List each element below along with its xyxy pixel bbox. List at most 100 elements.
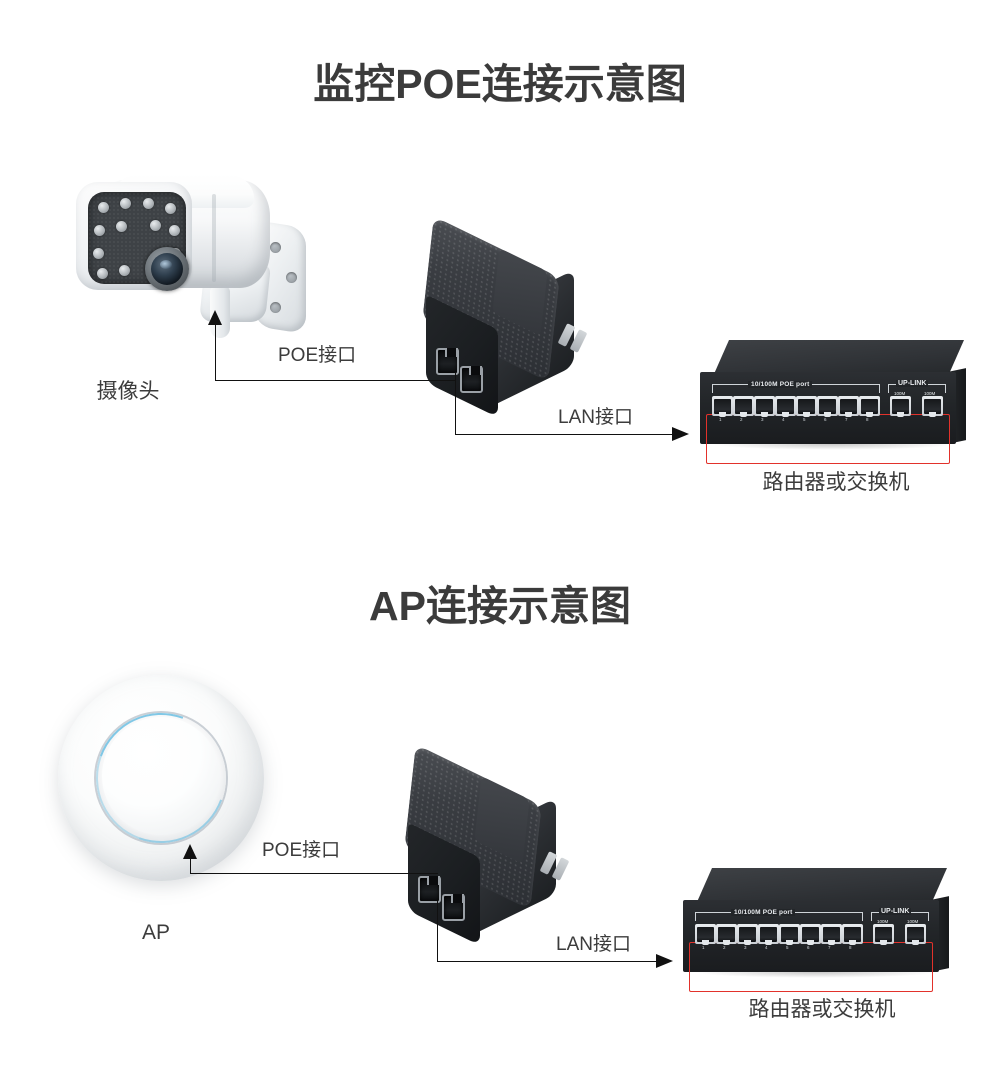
switch-poe-port[interactable] bbox=[817, 396, 838, 417]
switch-uplink-port[interactable] bbox=[922, 396, 943, 417]
switch-poe-port[interactable] bbox=[695, 924, 716, 945]
switch-front-panel: 10/100M POE port UP-LINK 100M 100M 1 2 3… bbox=[700, 372, 956, 464]
lan-link-label: LAN接口 bbox=[558, 407, 633, 428]
section-surveillance-poe: 监控POE连接示意图 bbox=[62, 61, 972, 494]
switch-uplink-group-label: UP-LINK bbox=[896, 380, 929, 387]
switch-port-number: 8 bbox=[866, 417, 869, 422]
lan-link-line-vertical bbox=[437, 901, 438, 962]
poe-injector-icon bbox=[418, 216, 618, 418]
lan-link-arrow bbox=[672, 427, 689, 441]
ir-led bbox=[120, 198, 131, 209]
poe-link-arrow bbox=[208, 310, 222, 325]
switch-port-number: 8 bbox=[849, 945, 852, 950]
switch-poe-port[interactable] bbox=[716, 924, 737, 945]
switch-uplink-port[interactable] bbox=[905, 924, 926, 945]
switch-uplink-group-label: UP-LINK bbox=[879, 908, 912, 915]
switch-poe-port[interactable] bbox=[838, 396, 859, 417]
poe-link-line-horizontal bbox=[190, 873, 438, 874]
switch-poe-port[interactable] bbox=[737, 924, 758, 945]
ir-led bbox=[150, 220, 161, 231]
switch-top-panel bbox=[714, 340, 964, 374]
switch-poe-port[interactable] bbox=[842, 924, 863, 945]
switch-poe-group-label: 10/100M POE port bbox=[731, 909, 796, 916]
poe-link-line-horizontal bbox=[215, 380, 455, 381]
switch-poe-port[interactable] bbox=[712, 396, 733, 417]
switch-port-number: 6 bbox=[807, 945, 810, 950]
switch-poe-port[interactable] bbox=[859, 396, 880, 417]
switch-uplink-speed-right: 100M bbox=[907, 919, 919, 924]
switch-poe-port[interactable] bbox=[775, 396, 796, 417]
switch-poe-group-label: 10/100M POE port bbox=[748, 381, 813, 388]
lan-link-label: LAN接口 bbox=[556, 934, 631, 955]
switch-top-panel bbox=[697, 868, 947, 902]
switch-caption: 路由器或交换机 bbox=[748, 998, 896, 1021]
poe-injector-icon bbox=[400, 744, 600, 946]
switch-poe-port[interactable] bbox=[779, 924, 800, 945]
switch-uplink-port[interactable] bbox=[890, 396, 911, 417]
switch-poe-port[interactable] bbox=[733, 396, 754, 417]
switch-uplink-speed-right: 100M bbox=[924, 391, 936, 396]
switch-port-number: 1 bbox=[719, 417, 722, 422]
ir-led bbox=[97, 268, 108, 279]
mount-hole bbox=[270, 242, 281, 253]
switch-poe-port[interactable] bbox=[800, 924, 821, 945]
ir-led bbox=[169, 225, 180, 236]
switch-poe-port[interactable] bbox=[821, 924, 842, 945]
switch-port-number: 1 bbox=[702, 945, 705, 950]
poe-link-label: POE接口 bbox=[278, 345, 357, 366]
ap-dome bbox=[102, 717, 220, 835]
poe-injector-port-poe bbox=[436, 348, 459, 375]
camera-caption: 摄像头 bbox=[96, 380, 160, 403]
switch-uplink-port[interactable] bbox=[873, 924, 894, 945]
lan-link-line-horizontal bbox=[437, 961, 657, 962]
ir-led bbox=[143, 198, 154, 209]
lan-link-line-vertical bbox=[455, 372, 456, 435]
switch-port-number: 3 bbox=[761, 417, 764, 422]
switch-port-number: 6 bbox=[824, 417, 827, 422]
camera-lens-glint bbox=[160, 260, 172, 269]
bullet-camera-icon bbox=[62, 168, 312, 348]
camera-ir-plate bbox=[88, 192, 189, 291]
switch-shadow bbox=[693, 972, 939, 978]
switch-caption: 路由器或交换机 bbox=[762, 471, 910, 494]
switch-port-number: 2 bbox=[723, 945, 726, 950]
ir-led bbox=[116, 221, 127, 232]
switch-front-panel: 10/100M POE port UP-LINK 100M 100M 1 2 3… bbox=[683, 900, 939, 992]
switch-shadow bbox=[710, 444, 956, 450]
ir-led bbox=[165, 203, 176, 214]
switch-uplink-speed-left: 100M bbox=[894, 391, 906, 396]
switch-poe-port[interactable] bbox=[754, 396, 775, 417]
switch-port-number: 5 bbox=[786, 945, 789, 950]
poe-injector-port-lan bbox=[460, 366, 483, 393]
switch-port-number: 7 bbox=[845, 417, 848, 422]
lan-link-arrow bbox=[656, 954, 673, 968]
camera-ridge bbox=[212, 194, 216, 282]
switch-port-number: 2 bbox=[740, 417, 743, 422]
camera-lens-inner bbox=[151, 253, 183, 285]
switch-port-number: 3 bbox=[744, 945, 747, 950]
ir-led bbox=[119, 265, 130, 276]
switch-port-number: 4 bbox=[782, 417, 785, 422]
ir-led bbox=[98, 202, 109, 213]
ceiling-ap-icon bbox=[58, 675, 264, 881]
switch-uplink-speed-left: 100M bbox=[877, 919, 889, 924]
page-title-ap: AP连接示意图 bbox=[369, 583, 631, 629]
poe-injector-port-lan bbox=[442, 894, 465, 921]
ap-caption: AP bbox=[141, 921, 170, 944]
ap-dome-gloss bbox=[124, 735, 172, 765]
mount-hole bbox=[286, 272, 297, 283]
poe-link-label: POE接口 bbox=[262, 840, 341, 861]
lan-link-line-horizontal bbox=[455, 434, 673, 435]
mount-hole bbox=[270, 302, 281, 313]
poe-link-arrow bbox=[183, 844, 197, 859]
poe-injector-port-poe bbox=[418, 876, 441, 903]
section-ap-connection: AP连接示意图 POE接口 LAN接口 bbox=[0, 533, 1000, 1066]
switch-port-number: 5 bbox=[803, 417, 806, 422]
poe-switch-icon: 10/100M POE port UP-LINK 100M 100M 1 2 3… bbox=[700, 340, 972, 464]
poe-link-line-vertical bbox=[215, 322, 216, 381]
switch-poe-port[interactable] bbox=[758, 924, 779, 945]
switch-poe-port[interactable] bbox=[796, 396, 817, 417]
switch-port-number: 7 bbox=[828, 945, 831, 950]
switch-port-number: 4 bbox=[765, 945, 768, 950]
